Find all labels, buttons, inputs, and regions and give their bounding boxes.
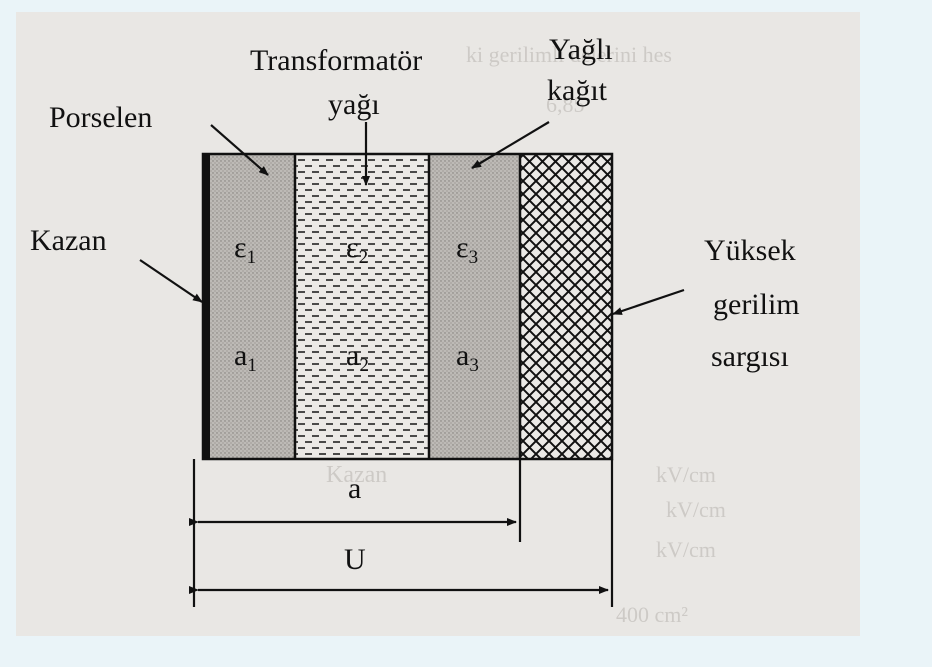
yuksek-label-line1: Yüksek — [704, 234, 796, 267]
bleed-through-text: ki gerilimli delerini hes 6,85 erinız, K… — [326, 42, 726, 627]
svg-text:400 cm²: 400 cm² — [616, 602, 688, 627]
kazan-wall — [203, 154, 210, 459]
svg-text:kV/cm: kV/cm — [656, 462, 716, 487]
yagli-kagit-layer — [429, 154, 520, 459]
trafo-label-line2: yağı — [328, 88, 380, 121]
hv-winding-layer — [520, 154, 612, 459]
eps-1-label: ε1 — [234, 231, 256, 268]
layer-borders — [201, 152, 614, 461]
yagli-label-line2: kağıt — [547, 74, 608, 107]
yuksek-label-line3: sargısı — [711, 340, 789, 373]
trafo-oil-layer — [295, 154, 429, 459]
u-dimension-label: U — [344, 543, 366, 576]
callout-arrows — [139, 121, 685, 316]
a-dimension-label: a — [348, 472, 361, 505]
svg-text:6,85: 6,85 — [546, 92, 585, 117]
yagli-arrow — [471, 121, 550, 169]
insulation-layers-diagram: ki gerilimli delerini hes 6,85 erinız, K… — [30, 33, 800, 627]
a-3-label: a3 — [456, 339, 479, 376]
dimension-lines — [189, 459, 614, 607]
book-page-photo: ki gerilimli delerini hes 6,85 erinız, K… — [16, 12, 860, 636]
svg-text:ki gerilimli d: ki gerilimli delerini hes — [466, 42, 672, 67]
eps-2-label: ε2 — [346, 231, 368, 268]
trafo-label-line1: Transformatör — [250, 44, 422, 77]
a-1-label: a1 — [234, 339, 257, 376]
porselen-layer — [207, 154, 295, 459]
eps-3-label: ε3 — [456, 231, 478, 268]
porselen-label: Porselen — [49, 101, 152, 134]
yagli-label-line1: Yağlı — [549, 33, 613, 66]
svg-text:Kazan: Kazan — [326, 462, 387, 488]
svg-text:kV/cm: kV/cm — [666, 497, 726, 522]
svg-text:kV/cm: kV/cm — [656, 537, 716, 562]
porselen-arrow — [210, 124, 269, 176]
kazan-arrow — [139, 259, 203, 303]
kazan-label: Kazan — [30, 224, 107, 257]
yuksek-arrow — [612, 288, 685, 316]
yuksek-label-line2: gerilim — [713, 288, 800, 321]
a-2-label: a2 — [346, 339, 369, 376]
